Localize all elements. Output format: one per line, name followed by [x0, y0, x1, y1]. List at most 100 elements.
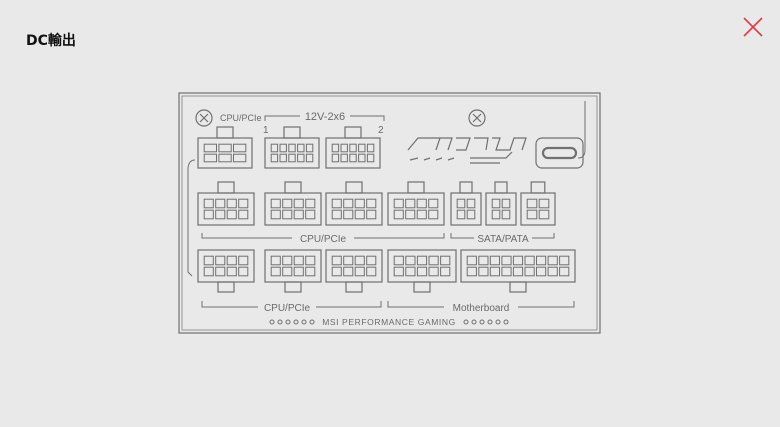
pin [293, 209, 304, 220]
pin [238, 209, 249, 220]
connector-cpu-pcie-mid-3 [325, 181, 383, 226]
label-sata-pata: SATA/PATA [477, 234, 529, 245]
pin [203, 143, 217, 153]
pin [238, 255, 249, 266]
vent-dots [269, 319, 509, 325]
connector-12v-2x6-2 [325, 126, 381, 169]
pin [366, 209, 377, 220]
pin [366, 153, 375, 163]
pin [343, 198, 354, 209]
pin [203, 266, 214, 277]
pin [393, 266, 404, 277]
pin [512, 255, 524, 266]
pin [538, 209, 550, 220]
pin [501, 209, 511, 220]
pin [282, 255, 293, 266]
pin [270, 143, 279, 153]
label-12v-2x6: 12V-2x6 [305, 111, 345, 123]
pin [279, 143, 287, 153]
pin [270, 198, 281, 209]
pin [547, 266, 558, 277]
psu-panel-outline [178, 92, 601, 334]
pin [331, 266, 342, 277]
connector-12v-2x6-1 [264, 126, 320, 169]
pin [288, 143, 296, 153]
pin [238, 266, 249, 277]
pin [238, 198, 249, 209]
pin [428, 255, 439, 266]
pin [305, 255, 316, 266]
pin [524, 266, 535, 277]
screw-left-icon [195, 109, 213, 127]
pin [288, 153, 296, 163]
pin [456, 198, 466, 209]
pin [226, 255, 237, 266]
pin [559, 255, 570, 266]
connector-motherboard-1 [387, 249, 457, 293]
pin [416, 198, 427, 209]
label-cpu-pcie-top: CPU/PCIe [220, 113, 262, 123]
pin [501, 198, 511, 209]
pin [405, 266, 416, 277]
pin [547, 255, 558, 266]
pin [215, 198, 226, 209]
connector-cpu-pcie-top [197, 126, 253, 169]
pin [305, 209, 316, 220]
pin [349, 153, 357, 163]
pin [226, 198, 237, 209]
pin [366, 143, 375, 153]
pin [233, 153, 247, 163]
pin [428, 266, 439, 277]
pin [478, 255, 489, 266]
pin [270, 255, 281, 266]
pin [536, 255, 547, 266]
pin [416, 255, 428, 266]
pin [233, 143, 247, 153]
pin [416, 266, 428, 277]
pin [456, 209, 466, 220]
pin [536, 266, 547, 277]
pin [428, 198, 439, 209]
pin [524, 255, 535, 266]
pin [203, 153, 217, 163]
label-cpu-pcie-bottom: CPU/PCIe [264, 303, 311, 314]
pin [203, 255, 214, 266]
label-brand: MSI PERFORMANCE GAMING [322, 317, 456, 327]
connector-sata-pata-2 [485, 181, 517, 226]
pin [331, 143, 340, 153]
pin [343, 209, 354, 220]
connector-motherboard-2 [460, 249, 576, 293]
pin [393, 198, 404, 209]
pin [466, 198, 476, 209]
pin [270, 266, 281, 277]
pin [501, 255, 512, 266]
pin [305, 153, 314, 163]
pin [297, 143, 305, 153]
pin [393, 255, 404, 266]
pin [466, 266, 477, 277]
pin [293, 266, 304, 277]
label-port-2: 2 [378, 125, 384, 136]
connector-cpu-pcie-bottom-1 [197, 249, 255, 293]
connector-cpu-pcie-mid-4 [387, 181, 445, 226]
pin [293, 255, 304, 266]
pin [354, 255, 365, 266]
close-icon[interactable] [742, 16, 764, 38]
usb-c-port [535, 137, 584, 169]
pin [405, 255, 416, 266]
pin [203, 198, 214, 209]
pin [305, 266, 316, 277]
pin [331, 153, 340, 163]
pin [440, 255, 451, 266]
pin [512, 266, 524, 277]
pin [526, 198, 538, 209]
pin [538, 198, 550, 209]
pin [203, 209, 214, 220]
pin [349, 143, 357, 153]
connector-sata-pata-1 [450, 181, 482, 226]
pin [279, 153, 287, 163]
pin [331, 198, 342, 209]
pin [466, 255, 477, 266]
pin [428, 209, 439, 220]
